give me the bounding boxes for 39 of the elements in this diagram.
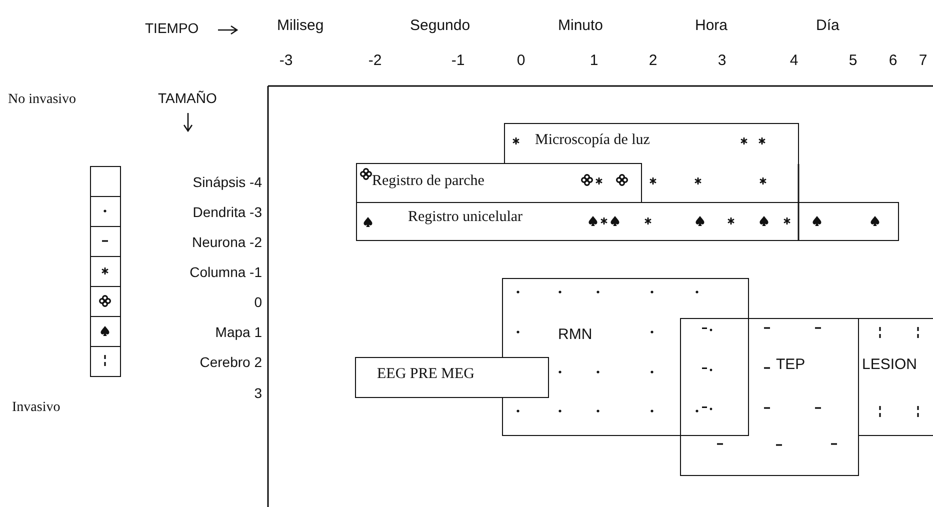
technique-label: LESION: [862, 356, 918, 373]
note: Invasivo: [12, 400, 60, 416]
technique-label: TEP: [776, 356, 806, 373]
technique-box: [355, 357, 549, 398]
axis-title: TIEMPO: [145, 20, 199, 36]
tick-label: -2: [368, 52, 382, 69]
tick-label: 2: [648, 52, 658, 69]
tick-label: 3: [718, 52, 726, 69]
row-label: 3: [254, 385, 262, 401]
axis-title: TAMAÑO: [158, 90, 217, 106]
time-unit-label: Segundo: [410, 17, 470, 34]
tick-label: 7: [918, 52, 928, 69]
tick-label: 0: [516, 52, 526, 69]
tick-label: -3: [279, 52, 293, 69]
time-unit-label: Hora: [695, 17, 728, 34]
technique-label: RMN: [558, 326, 592, 343]
technique-label: Microscopía de luz: [535, 132, 650, 149]
note: No invasivo: [8, 92, 76, 108]
technique-box: [502, 278, 749, 436]
tick-label: 6: [888, 52, 898, 69]
row-label: Sinápsis -4: [192, 174, 262, 190]
row-label: Dendrita -3: [192, 204, 262, 220]
row-label: Cerebro 2: [200, 354, 262, 370]
row-label: 0: [254, 294, 262, 310]
technique-label: Registro unicelular: [408, 209, 523, 226]
time-unit-label: Día: [816, 17, 840, 34]
time-unit-label: Minuto: [558, 17, 604, 34]
technique-box: [356, 202, 899, 241]
tick-label: 5: [848, 52, 858, 69]
row-label: Mapa 1: [215, 324, 262, 340]
tick-label: -1: [451, 52, 465, 69]
tick-label: 1: [590, 52, 598, 69]
technique-label: EEG PRE MEG: [377, 366, 474, 383]
technique-label: Registro de parche: [372, 173, 484, 190]
row-label: Neurona -2: [192, 234, 262, 250]
tick-label: 4: [790, 52, 798, 69]
time-unit-label: Miliseg: [277, 17, 324, 34]
technique-box: [356, 163, 642, 203]
row-label: Columna -1: [190, 264, 262, 280]
